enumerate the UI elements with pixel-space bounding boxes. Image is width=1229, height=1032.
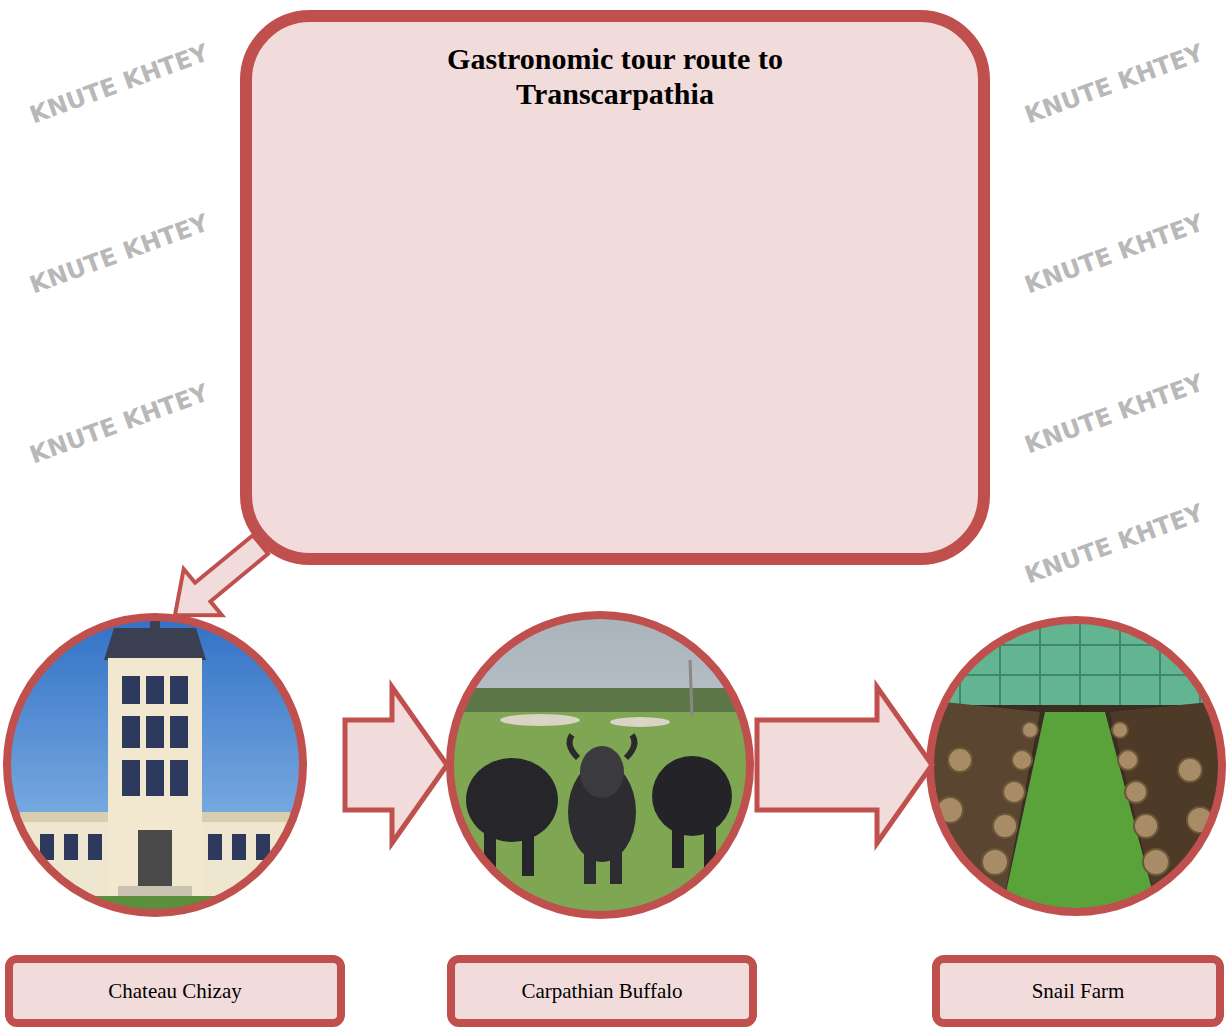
stop-name: Chateau Chizay — [108, 979, 242, 1003]
snail-shell — [948, 748, 972, 772]
snail-shell — [993, 814, 1017, 838]
hay — [500, 714, 580, 726]
window — [170, 760, 188, 796]
window — [64, 834, 78, 860]
window — [232, 834, 246, 860]
steps — [118, 886, 192, 896]
stop-node: Chateau Chizay — [5, 615, 345, 1027]
hay — [610, 717, 670, 727]
window — [122, 676, 140, 704]
snail-shell — [1012, 750, 1032, 770]
snail-shell — [1003, 781, 1025, 803]
stop-node: Snail Farm — [932, 615, 1224, 1027]
stop-name: Snail Farm — [1032, 979, 1125, 1003]
leg — [672, 824, 684, 868]
stop-node: Carpathian Buffalo — [447, 615, 757, 1027]
photo-frame — [7, 617, 303, 913]
wing — [20, 818, 290, 900]
snail-farm-photo — [925, 615, 1229, 920]
grass — [1000, 712, 1160, 920]
block-arrow — [175, 535, 268, 615]
window — [208, 834, 222, 860]
background — [925, 615, 1229, 920]
window — [88, 834, 102, 860]
window — [146, 760, 164, 796]
leg — [522, 830, 534, 876]
watermark: KNUTE KHTEY — [1021, 499, 1207, 590]
block-arrow — [345, 687, 447, 843]
watermark: KNUTE KHTEY — [26, 379, 212, 470]
window — [146, 676, 164, 704]
stop-label-box: Carpathian Buffalo — [447, 955, 757, 1027]
snail-shell — [982, 849, 1008, 875]
tower — [108, 658, 202, 900]
watermark: KNUTE KHTEY — [1021, 209, 1207, 300]
chateau-photo — [0, 610, 310, 920]
window — [170, 716, 188, 748]
door — [138, 830, 172, 886]
buffalo — [466, 758, 558, 842]
snail-shell — [1125, 781, 1147, 803]
block-arrow — [757, 687, 932, 843]
leg — [610, 850, 622, 884]
snail-shell — [1112, 722, 1128, 738]
pasture — [440, 712, 760, 932]
pole — [690, 660, 692, 716]
buffalo — [652, 756, 732, 836]
tree-line — [440, 688, 760, 714]
sky — [0, 610, 310, 920]
head — [580, 746, 624, 798]
watermark: KNUTE KHTEY — [1021, 369, 1207, 460]
stop-label-box: Snail Farm — [932, 955, 1224, 1027]
roof — [104, 628, 206, 660]
route-title: Gastronomic tour route to Transcarpathia — [395, 42, 835, 111]
horns — [570, 735, 635, 758]
snail-shell — [1118, 750, 1138, 770]
photo-frame — [930, 620, 1222, 912]
snails — [928, 722, 1213, 912]
snail-shell — [1134, 814, 1158, 838]
leg — [584, 850, 596, 884]
snail-shell — [1178, 758, 1202, 782]
window — [146, 716, 164, 748]
stop-name: Carpathian Buffalo — [521, 979, 682, 1003]
window — [170, 676, 188, 704]
snail-shell — [928, 846, 956, 874]
window — [122, 716, 140, 748]
window — [122, 760, 140, 796]
watermark: KNUTE KHTEY — [1021, 39, 1207, 130]
snail-shell — [1022, 722, 1038, 738]
stop-label-box: Chateau Chizay — [5, 955, 345, 1027]
buffalo-photo — [440, 610, 760, 932]
title-panel: Gastronomic tour route to Transcarpathia — [240, 10, 990, 565]
photo-frame — [450, 615, 750, 915]
snail-shell — [1143, 849, 1169, 875]
watermark: KNUTE KHTEY — [26, 209, 212, 300]
watermark: KNUTE KHTEY — [26, 39, 212, 130]
